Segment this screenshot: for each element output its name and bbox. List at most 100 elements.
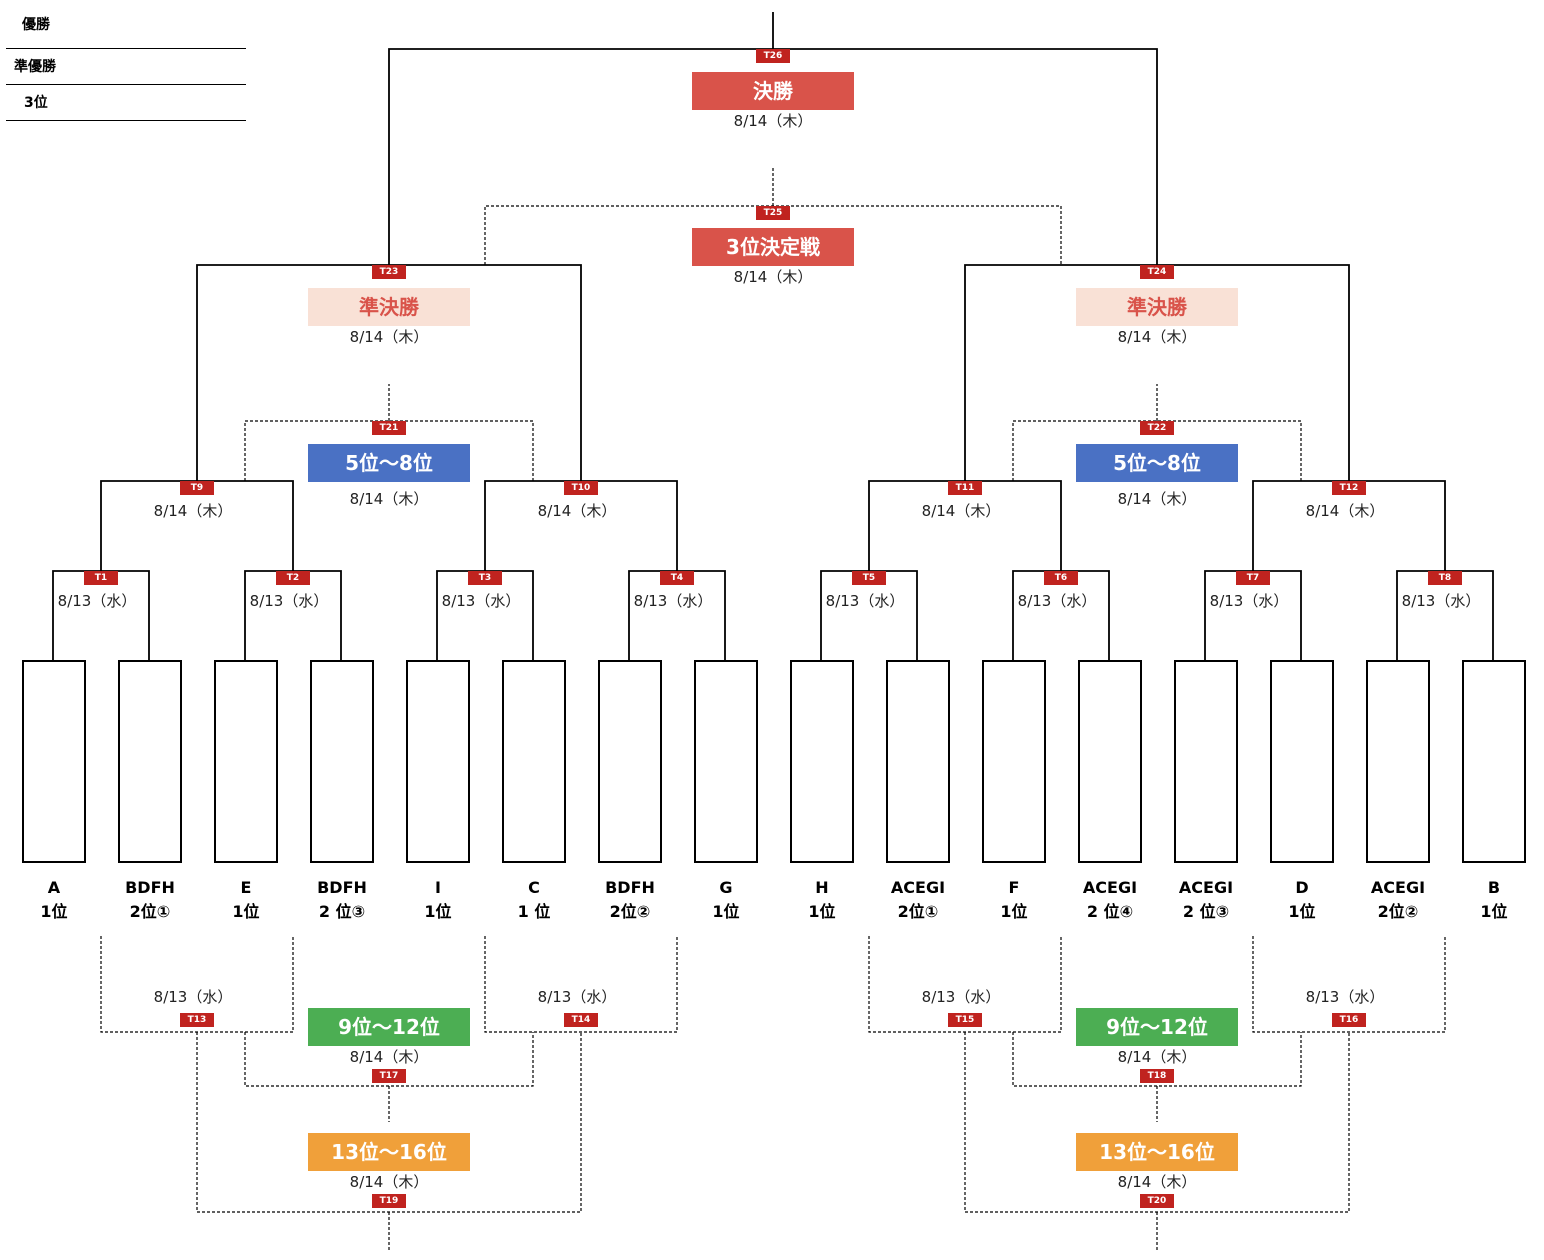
team-name-line1: BDFH: [125, 878, 175, 897]
place13-left-label: 13位〜16位: [308, 1133, 470, 1171]
team-slot-acegi-2-4[interactable]: [1078, 660, 1142, 863]
place5-line: [1012, 420, 1302, 481]
consolation-t15-date: 8/13（水）: [921, 988, 1001, 1006]
consolation-t16-date: 8/13（水）: [1305, 988, 1385, 1006]
team-name-line2: 1位: [808, 902, 836, 921]
legend-champion: 優勝: [22, 17, 50, 33]
team-slot-d1[interactable]: [1270, 660, 1334, 863]
team-name-line2: 2 位③: [318, 902, 366, 921]
team-name-line2: 2位②: [1377, 902, 1419, 921]
match-tag-t2: T2: [276, 571, 310, 585]
team-name-line1: ACEGI: [890, 878, 946, 897]
match-tag-t23: T23: [372, 265, 406, 279]
match-tag-t7: T7: [1236, 571, 1270, 585]
legend-runner-up: 準優勝: [14, 59, 56, 75]
team-slot-f1[interactable]: [982, 660, 1046, 863]
team-name: G 1位: [678, 876, 774, 924]
match-tag-t6: T6: [1044, 571, 1078, 585]
match-tag-t4: T4: [660, 571, 694, 585]
consolation-t13-date: 8/13（水）: [153, 988, 233, 1006]
team-name-line2: 1位: [40, 902, 68, 921]
qf-t9-date: 8/14（木）: [153, 502, 233, 520]
team-slot-i1[interactable]: [406, 660, 470, 863]
team-name-line1: BDFH: [605, 878, 655, 897]
place5-left-label: 5位〜8位: [308, 444, 470, 482]
place9-left-label: 9位〜12位: [308, 1008, 470, 1046]
match-tag-t11: T11: [948, 481, 982, 495]
team-name-line2: 1位: [424, 902, 452, 921]
team-slot-b1[interactable]: [1462, 660, 1526, 863]
team-slot-a1[interactable]: [22, 660, 86, 863]
match-tag-t25: T25: [756, 206, 790, 220]
semifinal-right-label: 準決勝: [1076, 288, 1238, 326]
match-tag-t5: T5: [852, 571, 886, 585]
team-slot-g1[interactable]: [694, 660, 758, 863]
match-tag-t3: T3: [468, 571, 502, 585]
match-tag-t19: T19: [372, 1194, 406, 1208]
team-name-line2: 2位②: [609, 902, 651, 921]
qf-t11-date: 8/14（木）: [921, 502, 1001, 520]
r1-t2-date: 8/13（水）: [249, 592, 329, 610]
semifinal-left-date: 8/14（木）: [349, 328, 429, 346]
team-name-line2: 2 位③: [1182, 902, 1230, 921]
r1-t5-date: 8/13（水）: [825, 592, 905, 610]
team-slot-bdfh-2-2[interactable]: [598, 660, 662, 863]
match-tag-t12: T12: [1332, 481, 1366, 495]
r1-t3-date: 8/13（水）: [441, 592, 521, 610]
team-name: ACEGI 2位②: [1350, 876, 1446, 924]
place5-line: [244, 420, 534, 481]
team-name-line1: ACEGI: [1370, 878, 1426, 897]
match-tag-t15: T15: [948, 1013, 982, 1027]
team-name-line1: ACEGI: [1178, 878, 1234, 897]
team-name-line1: C: [528, 878, 540, 897]
semifinal-right-date: 8/14（木）: [1117, 328, 1197, 346]
legend-third-line: [6, 120, 246, 121]
consolation-t14-date: 8/13（水）: [537, 988, 617, 1006]
team-name-line2: 1位: [1000, 902, 1028, 921]
place13-left-date: 8/14（木）: [349, 1173, 429, 1191]
team-slot-acegi-2-3[interactable]: [1174, 660, 1238, 863]
team-slot-bdfh-2-3[interactable]: [310, 660, 374, 863]
place13-right-label: 13位〜16位: [1076, 1133, 1238, 1171]
place5-right-label: 5位〜8位: [1076, 444, 1238, 482]
match-tag-t14: T14: [564, 1013, 598, 1027]
place5-right-date: 8/14（木）: [1117, 490, 1197, 508]
team-slot-acegi-2-1[interactable]: [886, 660, 950, 863]
team-name-line2: 2 位④: [1086, 902, 1134, 921]
team-name-line1: G: [719, 878, 733, 897]
team-name-line1: F: [1008, 878, 1020, 897]
legend-runner-up-line: [6, 84, 246, 85]
team-slot-e1[interactable]: [214, 660, 278, 863]
team-name-line1: BDFH: [317, 878, 367, 897]
consolation-line: [484, 936, 678, 1033]
team-slot-bdfh-2-1[interactable]: [118, 660, 182, 863]
match-tag-t24: T24: [1140, 265, 1174, 279]
place9-right-label: 9位〜12位: [1076, 1008, 1238, 1046]
r1-t6-date: 8/13（水）: [1017, 592, 1097, 610]
team-slot-h1[interactable]: [790, 660, 854, 863]
r1-t1-date: 8/13（水）: [57, 592, 137, 610]
team-name: BDFH 2 位③: [294, 876, 390, 924]
team-slot-c1[interactable]: [502, 660, 566, 863]
team-name-line1: E: [240, 878, 252, 897]
third-place-label: 3位決定戦: [692, 228, 854, 266]
team-name: BDFH 2位②: [582, 876, 678, 924]
r1-t4-date: 8/13（水）: [633, 592, 713, 610]
team-name-line1: B: [1487, 878, 1501, 897]
legend-third: 3位: [24, 95, 48, 111]
match-tag-t16: T16: [1332, 1013, 1366, 1027]
team-name-line2: 1位: [712, 902, 740, 921]
team-slot-acegi-2-2[interactable]: [1366, 660, 1430, 863]
match-tag-t22: T22: [1140, 421, 1174, 435]
match-tag-t1: T1: [84, 571, 118, 585]
r1-t8-date: 8/13（水）: [1401, 592, 1481, 610]
team-name-line1: ACEGI: [1082, 878, 1138, 897]
team-name: ACEGI 2 位④: [1062, 876, 1158, 924]
